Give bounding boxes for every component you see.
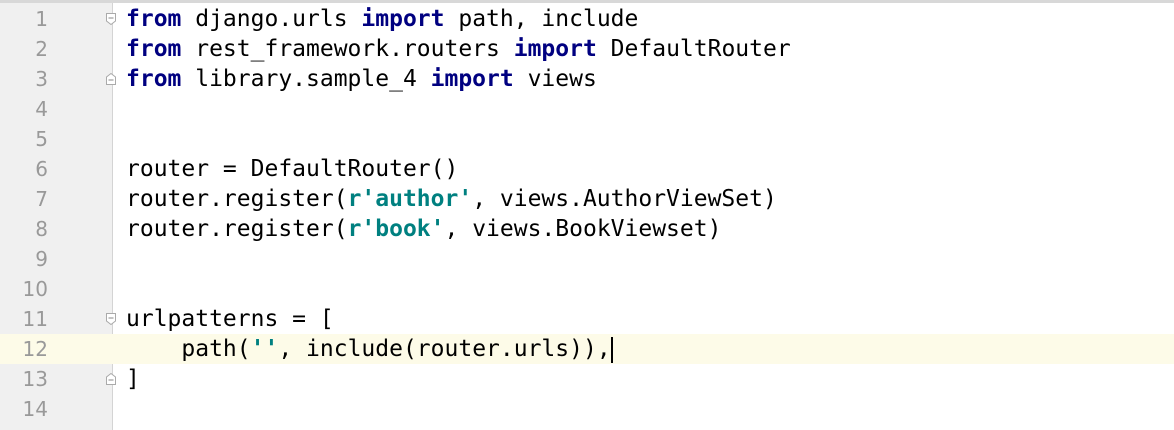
- code-token: django.urls: [181, 6, 362, 32]
- keyword-token: from: [126, 36, 182, 62]
- code-text[interactable]: from library.sample_4 import views: [126, 64, 597, 94]
- fold-end-icon[interactable]: [106, 373, 116, 385]
- code-line[interactable]: 3 from library.sample_4 import views: [0, 64, 1174, 94]
- code-token: views: [513, 66, 597, 92]
- line-number: 9: [35, 247, 48, 271]
- line-number: 12: [22, 337, 48, 361]
- editor-top-border: [0, 0, 1174, 3]
- keyword-token: import: [430, 66, 514, 92]
- code-line[interactable]: 7 router.register(r'author', views.Author…: [0, 184, 1174, 214]
- text-caret: [610, 336, 613, 363]
- code-token: library.sample_4: [181, 66, 431, 92]
- string-token: r'author': [347, 186, 473, 212]
- code-text[interactable]: router = DefaultRouter(): [126, 154, 458, 184]
- code-text[interactable]: path('', include(router.urls)),: [126, 334, 613, 364]
- code-text[interactable]: from django.urls import path, include: [126, 4, 638, 34]
- code-token: , include(router.urls)),: [278, 336, 611, 362]
- code-token: router.register(: [126, 216, 348, 242]
- code-line[interactable]: 11 urlpatterns = [: [0, 304, 1174, 334]
- line-number: 2: [35, 37, 48, 61]
- code-line[interactable]: 9: [0, 244, 1174, 274]
- fold-collapse-icon[interactable]: [106, 13, 116, 25]
- string-token: '': [250, 336, 279, 362]
- code-token: rest_framework.routers: [181, 36, 514, 62]
- code-token: router = DefaultRouter(): [126, 156, 459, 182]
- code-line[interactable]: 10: [0, 274, 1174, 304]
- code-token: ]: [126, 366, 140, 392]
- code-line[interactable]: 4: [0, 94, 1174, 124]
- fold-end-icon[interactable]: [106, 73, 116, 85]
- line-number: 1: [35, 7, 48, 31]
- code-token: router.register(: [126, 186, 348, 212]
- fold-collapse-icon[interactable]: [106, 313, 116, 325]
- code-token: DefaultRouter: [596, 36, 791, 62]
- line-number: 5: [35, 127, 48, 151]
- keyword-token: import: [513, 36, 597, 62]
- line-number: 6: [35, 157, 48, 181]
- code-line[interactable]: 12 path('', include(router.urls)),: [0, 334, 1174, 364]
- line-number: 3: [35, 67, 48, 91]
- code-token: path, include: [444, 6, 639, 32]
- keyword-token: from: [126, 66, 182, 92]
- code-line[interactable]: 13]: [0, 364, 1174, 394]
- code-text[interactable]: urlpatterns = [: [126, 304, 334, 334]
- keyword-token: import: [361, 6, 445, 32]
- line-number: 8: [35, 217, 48, 241]
- line-number: 11: [22, 307, 48, 331]
- line-number: 13: [22, 367, 48, 391]
- code-editor[interactable]: 1 from django.urls import path, include 2 f…: [0, 4, 1174, 424]
- keyword-token: from: [126, 6, 182, 32]
- code-text[interactable]: ]: [126, 364, 140, 394]
- code-token: , views.AuthorViewSet): [472, 186, 777, 212]
- code-token: , views.BookViewset): [444, 216, 722, 242]
- code-line[interactable]: 8 router.register(r'book', views.BookView…: [0, 214, 1174, 244]
- code-line[interactable]: 14: [0, 394, 1174, 424]
- line-number: 10: [22, 277, 48, 301]
- code-line[interactable]: 5: [0, 124, 1174, 154]
- code-line[interactable]: 2 from rest_framework.routers import Defa…: [0, 34, 1174, 64]
- code-line[interactable]: 6 router = DefaultRouter(): [0, 154, 1174, 184]
- line-number: 7: [35, 187, 48, 211]
- code-token: urlpatterns = [: [126, 306, 334, 332]
- string-token: r'book': [347, 216, 445, 242]
- code-token: path(: [126, 336, 251, 362]
- line-number: 4: [35, 97, 48, 121]
- code-text[interactable]: router.register(r'book', views.BookViews…: [126, 214, 721, 244]
- line-number: 14: [22, 397, 48, 421]
- code-text[interactable]: router.register(r'author', views.AuthorV…: [126, 184, 777, 214]
- code-line[interactable]: 1 from django.urls import path, include: [0, 4, 1174, 34]
- code-text[interactable]: from rest_framework.routers import Defau…: [126, 34, 791, 64]
